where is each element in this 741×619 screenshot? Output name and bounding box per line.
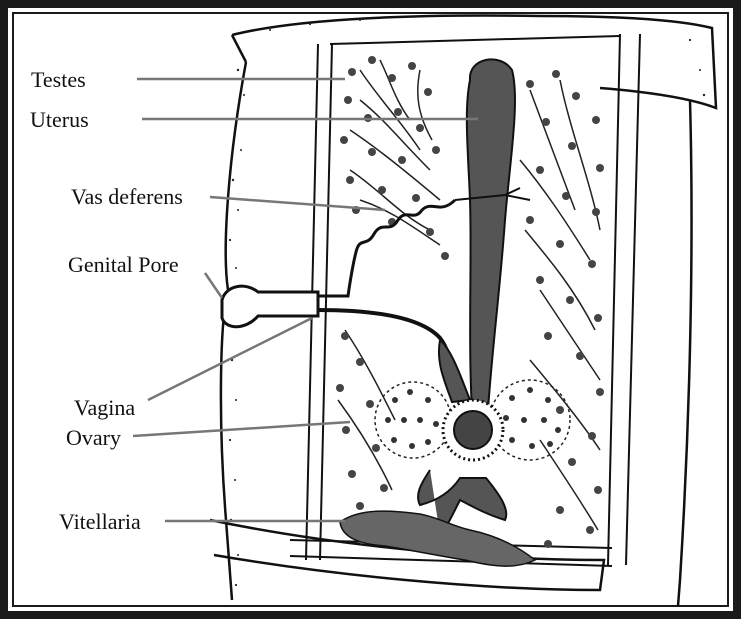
vas-deferens-leader [210,197,385,210]
vas-deferens [300,200,455,296]
label-vitellaria: Vitellaria [59,509,141,534]
label-genital-pore: Genital Pore [68,252,179,277]
label-vagina: Vagina [74,395,135,420]
ovary-leader [133,422,350,436]
uterus [467,59,515,417]
vagina-duct [318,310,458,392]
vagina-leader [148,318,312,400]
label-vas-deferens: Vas deferens [71,184,183,209]
genital-atrium [222,286,318,327]
ootype-center [454,411,492,449]
genital-pore-leader [205,273,222,298]
label-uterus: Uterus [30,107,89,132]
label-ovary: Ovary [66,425,121,450]
label-testes: Testes [31,67,86,92]
seminal-receptacle [439,340,470,402]
